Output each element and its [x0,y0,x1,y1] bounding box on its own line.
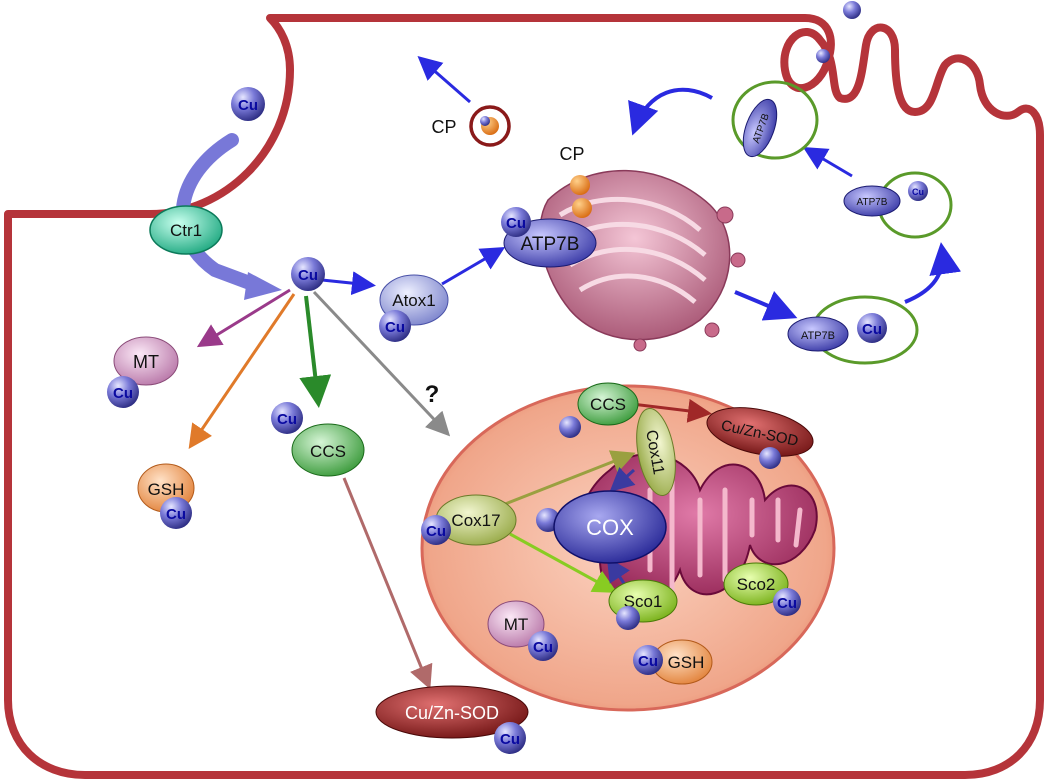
ccs-mito-label: CCS [590,395,626,414]
atp7b-vesicle-lower-label: ATP7B [801,330,835,342]
svg-text:Cu: Cu [426,523,446,540]
cu-on-sod-cytosol: Cu [494,722,526,754]
sod-enzyme-cytosol [375,685,529,739]
arrow-cox11-to-cox [609,467,636,493]
cu-on-cox17: Cu [421,515,451,545]
arrow-ccs-to-sod-mito [631,398,712,423]
gsh-mito-label: GSH [668,653,705,672]
cu-extracellular: Cu [231,87,265,121]
arrow-golgi-to-vesicle [734,290,798,321]
cox17-label: Cox17 [451,511,500,530]
cu-near-sod-mito [759,447,781,469]
mt-label: MT [133,352,159,372]
arrow-cox17-to-cox11 [499,450,636,508]
cox11-chaperone [636,408,676,496]
sco2-label: Sco2 [737,575,776,594]
cu-on-sco2: Cu [773,588,801,616]
atox1-label: Atox1 [392,291,435,310]
cu-on-gsh-mito: Cu [633,645,663,675]
ctr1-import-arrowhead [244,272,282,300]
svg-text:Cu: Cu [862,321,882,338]
cu-on-mt-mito: Cu [528,631,558,661]
cp-label-secreted: CP [431,117,456,137]
arrow-cu-to-gsh [188,293,296,449]
sod-enzyme-mito [706,407,814,457]
sod-label-cytosol: Cu/Zn-SOD [405,703,499,723]
cu-in-vesicle-lower: Cu [857,313,887,343]
svg-text:Cu: Cu [533,639,553,656]
svg-text:Cu: Cu [638,653,658,670]
arrow-cu-to-mt [196,288,291,348]
svg-text:Cu: Cu [238,97,258,114]
cp-secretory-vesicle [469,105,511,147]
svg-text:Cu: Cu [500,731,520,748]
ccs-label: CCS [310,442,346,461]
arrow-cp-secretion [417,56,471,104]
cu-on-gsh: Cu [160,497,192,529]
atp7b-vesicle-lower [787,316,849,352]
ccs-mito [577,382,639,426]
arrow-sco1-to-cox [606,556,630,586]
arrow-atox1-to-atp7b [441,246,506,286]
cu-near-ccs-mito [559,416,581,438]
cu-in-vesicle-middle: Cu [908,181,928,201]
cu-cytosolic-hub: Cu [291,257,325,291]
svg-text:Cu: Cu [113,385,133,402]
svg-text:Cu: Cu [277,411,297,428]
arrow-cu-to-ccs [299,295,332,408]
mt-protein [113,336,179,386]
sco1-label: Sco1 [624,592,663,611]
cu-exported [816,1,861,63]
gsh-label: GSH [148,480,185,499]
svg-text:Cu: Cu [298,267,318,284]
cp-label-golgi: CP [559,144,584,164]
cp-on-golgi [570,175,592,218]
ccs-chaperone [291,423,365,477]
unknown-pathway-question-mark: ? [425,381,440,408]
atp7b-golgi-label: ATP7B [521,234,580,255]
sco2-chaperone [723,562,789,606]
arrow-ccs-to-sod [342,477,433,690]
cox-complex [553,490,667,564]
mt-protein-mito [487,600,545,648]
svg-text:Cu: Cu [385,319,405,336]
atp7b-vesicle-middle-label: ATP7B [857,197,888,208]
arrow-cu-to-atox1 [321,271,376,296]
ctr1-transporter [149,205,223,255]
svg-text:Cu: Cu [912,187,924,197]
cu-on-ccs: Cu [271,402,303,434]
arrow-vesicle-up [904,242,962,304]
arrow-vesicle-to-membrane [802,146,853,178]
vesicle-upper [731,80,819,160]
arrow-cu-to-mitochondria [312,290,451,437]
cu-on-atox1: Cu [379,310,411,342]
cu-on-atp7b-golgi: Cu [501,207,531,237]
arrow-cox17-to-sco1 [509,532,618,593]
cox-label: COX [586,515,634,540]
atp7b-vesicle-middle [843,185,901,217]
arrow-return-to-golgi [628,87,713,136]
svg-text:Cu: Cu [506,215,526,232]
mt-mito-label: MT [504,615,529,634]
svg-text:Cu: Cu [166,506,186,523]
cu-near-sco1 [616,606,640,630]
atp7b-vesicle-upper [742,98,778,158]
ctr1-label: Ctr1 [170,221,202,240]
svg-text:Cu: Cu [777,595,797,612]
cu-on-mt: Cu [107,376,139,408]
